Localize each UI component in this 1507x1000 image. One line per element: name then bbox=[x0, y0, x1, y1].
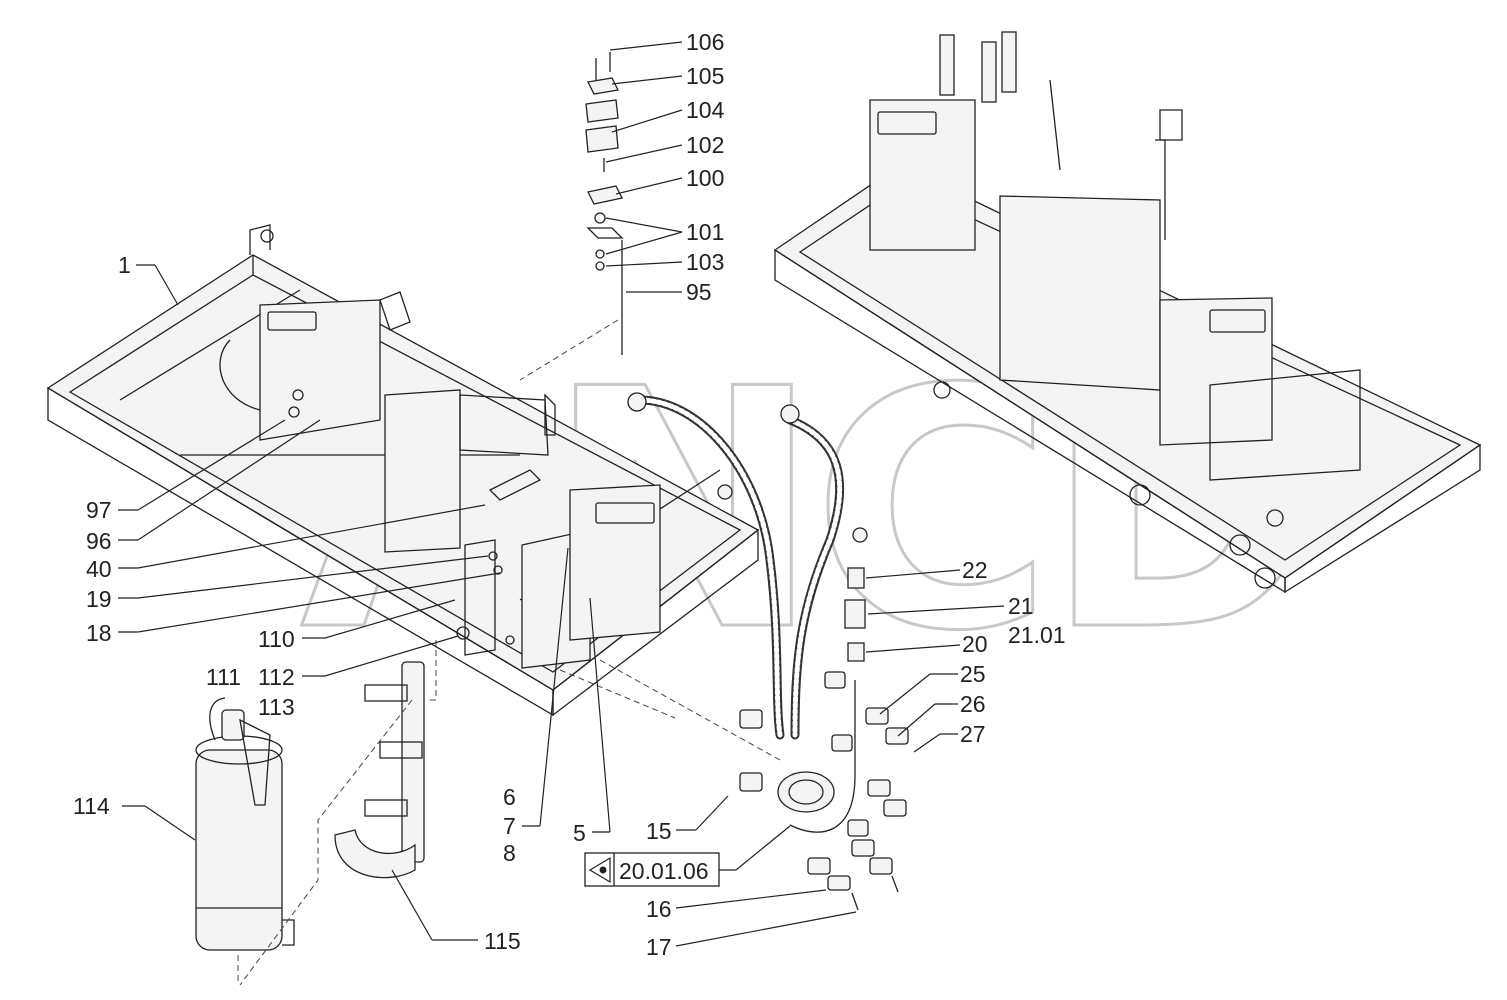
callout-8: 8 bbox=[503, 840, 516, 866]
leader-lines bbox=[118, 41, 1005, 947]
callout-96: 96 bbox=[86, 528, 112, 554]
callout-114: 114 bbox=[73, 793, 110, 819]
callout-111: 111 bbox=[206, 664, 241, 690]
callout-22: 22 bbox=[962, 557, 988, 583]
callout-6: 6 bbox=[503, 784, 516, 810]
guide-lines bbox=[237, 319, 781, 986]
eye-icon bbox=[588, 856, 611, 884]
callout-17: 17 bbox=[646, 934, 672, 960]
callout-102: 102 bbox=[686, 132, 724, 158]
fastener-stack bbox=[585, 52, 624, 355]
callout-40: 40 bbox=[86, 556, 112, 582]
callout-1: 1 bbox=[118, 252, 131, 278]
callout-21-01: 21.01 bbox=[1008, 622, 1066, 648]
callout-15: 15 bbox=[646, 818, 672, 844]
callout-19: 19 bbox=[86, 586, 112, 612]
callout-105: 105 bbox=[686, 63, 724, 89]
reference-link-box[interactable]: 20.01.06 bbox=[584, 852, 720, 887]
callout-20: 20 bbox=[962, 631, 988, 657]
callout-26: 26 bbox=[960, 691, 986, 717]
callout-106: 106 bbox=[686, 29, 724, 55]
callout-101: 101 bbox=[686, 219, 724, 245]
fire-extinguisher bbox=[195, 697, 295, 951]
callout-21: 21 bbox=[1008, 593, 1034, 619]
callout-97: 97 bbox=[86, 497, 112, 523]
left-brackets bbox=[259, 291, 661, 669]
callout-112: 112 bbox=[258, 664, 295, 690]
callout-115: 115 bbox=[484, 928, 521, 954]
callout-95: 95 bbox=[686, 279, 712, 305]
callout-100: 100 bbox=[686, 165, 724, 191]
callout-113: 113 bbox=[258, 694, 295, 720]
callout-104: 104 bbox=[686, 97, 725, 123]
callout-7: 7 bbox=[503, 813, 516, 839]
hoses bbox=[627, 392, 868, 833]
callout-25: 25 bbox=[960, 661, 986, 687]
clamps bbox=[739, 671, 909, 911]
callout-18: 18 bbox=[86, 620, 112, 646]
right-frame bbox=[773, 31, 1482, 594]
callout-16: 16 bbox=[646, 896, 672, 922]
reference-label: 20.01.06 bbox=[619, 858, 709, 884]
callout-labels: 1 106 105 104 102 100 101 103 95 97 96 4… bbox=[73, 29, 1066, 960]
callout-110: 110 bbox=[258, 626, 295, 652]
callout-27: 27 bbox=[960, 721, 986, 747]
callout-5: 5 bbox=[573, 820, 586, 846]
extinguisher-bracket bbox=[334, 661, 425, 879]
callout-103: 103 bbox=[686, 249, 724, 275]
